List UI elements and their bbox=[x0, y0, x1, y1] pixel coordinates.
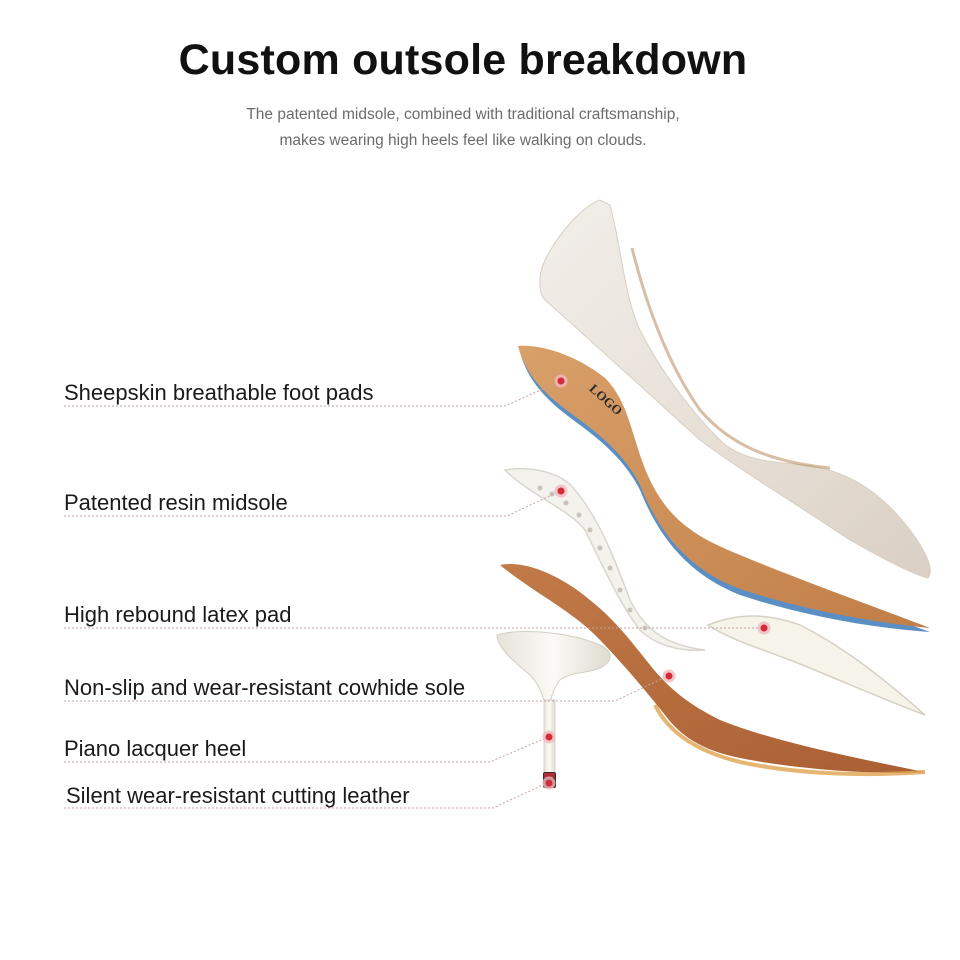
label-piano-lacquer-heel: Piano lacquer heel bbox=[64, 736, 247, 761]
page-subtitle: The patented midsole, combined with trad… bbox=[0, 102, 926, 154]
label-cutting-leather: Silent wear-resistant cutting leather bbox=[66, 783, 410, 808]
resin-midsole bbox=[503, 467, 706, 652]
leader-line-2 bbox=[64, 491, 559, 517]
shoe-upper-lining bbox=[630, 247, 831, 470]
midsole-perforations bbox=[537, 485, 648, 631]
subtitle-line-1: The patented midsole, combined with trad… bbox=[246, 106, 680, 123]
insole bbox=[518, 345, 930, 628]
label-resin-midsole: Patented resin midsole bbox=[64, 490, 288, 515]
cowhide-sole-rim bbox=[653, 704, 926, 777]
cowhide-sole bbox=[500, 564, 925, 773]
shoe-upper bbox=[539, 199, 931, 579]
label-cowhide-sole: Non-slip and wear-resistant cowhide sole bbox=[64, 675, 466, 700]
subtitle-line-2: makes wearing high heels feel like walki… bbox=[279, 132, 647, 149]
leader-lines bbox=[64, 382, 764, 809]
leader-line-5 bbox=[64, 736, 549, 763]
label-foot-pads: Sheepskin breathable foot pads bbox=[64, 380, 374, 405]
heel-top-plate bbox=[496, 631, 611, 716]
label-latex-pad: High rebound latex pad bbox=[64, 602, 292, 627]
leader-line-6 bbox=[64, 782, 548, 809]
leader-line-1 bbox=[64, 382, 557, 407]
markers bbox=[542, 374, 771, 790]
heel-tip-cap bbox=[544, 773, 555, 778]
page-title: Custom outsole breakdown bbox=[178, 36, 748, 84]
latex-pad bbox=[706, 615, 926, 716]
